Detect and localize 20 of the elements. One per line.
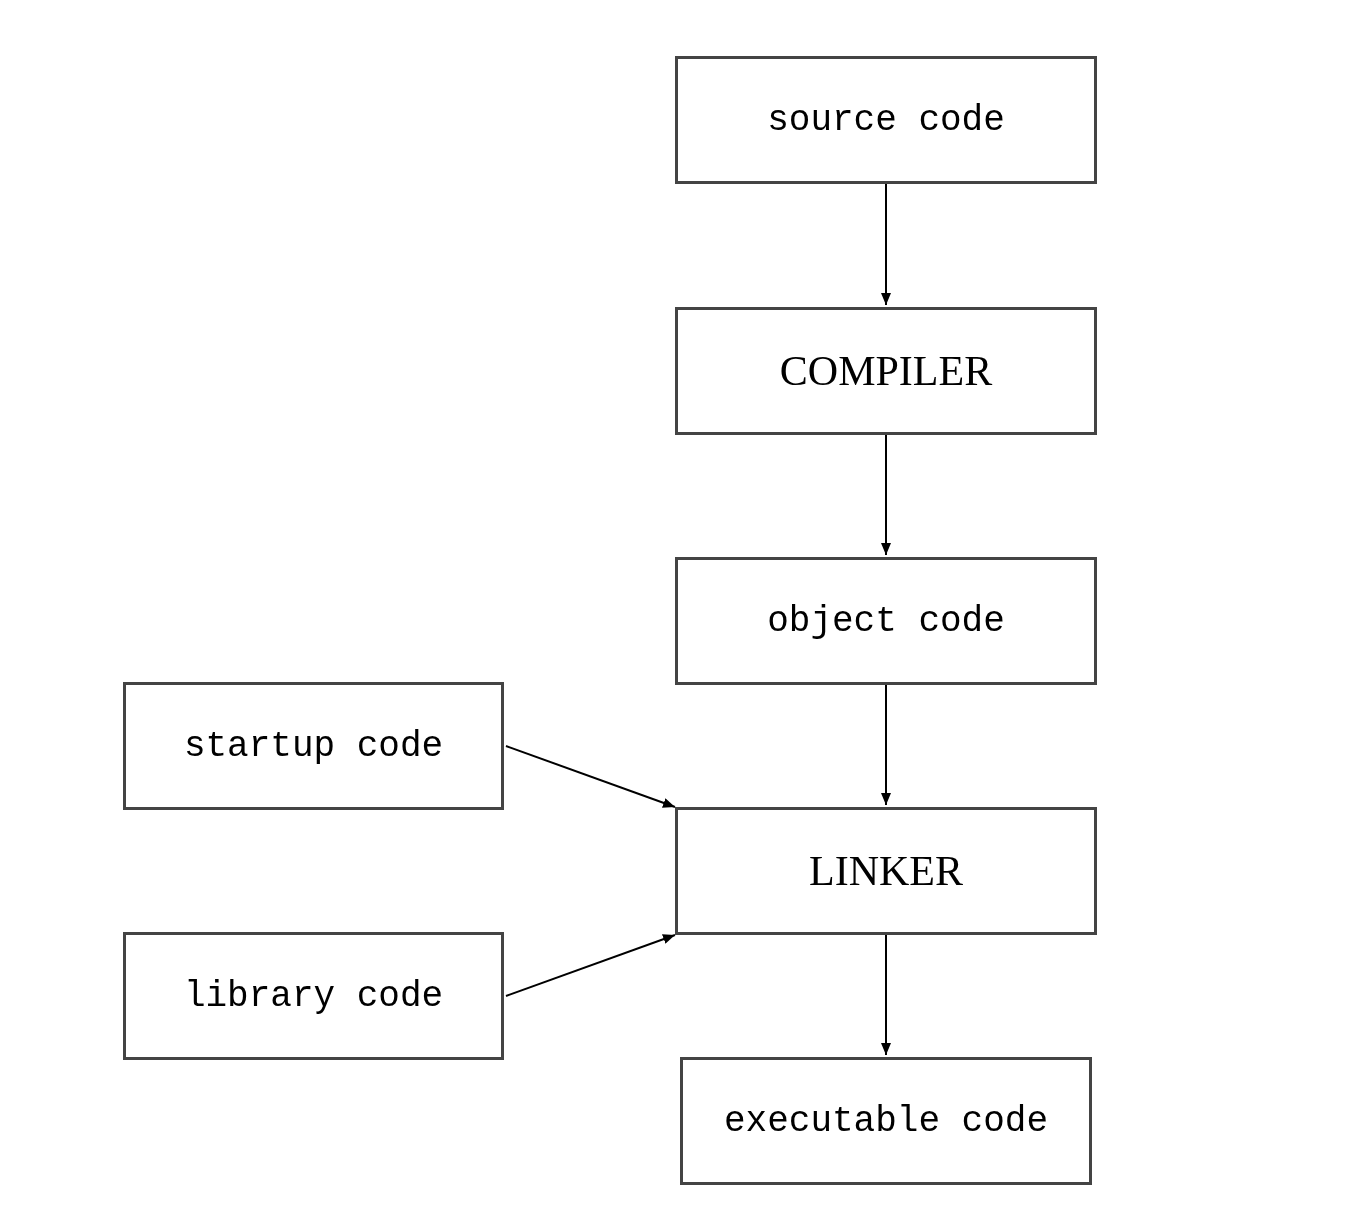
box-label: executable code	[723, 1100, 1049, 1142]
process-box	[123, 932, 504, 1060]
box-label: startup code	[183, 725, 444, 767]
box-label: LINKER	[809, 847, 963, 895]
arrow	[881, 684, 891, 806]
box-label: library code	[183, 975, 444, 1017]
process-box	[123, 682, 504, 810]
process-box	[675, 56, 1097, 184]
arrow	[881, 183, 891, 306]
process-box	[675, 807, 1097, 935]
arrow	[881, 434, 891, 556]
process-box	[675, 307, 1097, 435]
arrow	[505, 745, 676, 808]
box-label: COMPILER	[779, 347, 993, 395]
box-label: object code	[767, 600, 1005, 642]
arrow	[881, 934, 891, 1056]
process-box	[675, 557, 1097, 685]
box-label: source code	[767, 99, 1005, 141]
process-box	[680, 1057, 1092, 1185]
arrow	[505, 934, 676, 997]
